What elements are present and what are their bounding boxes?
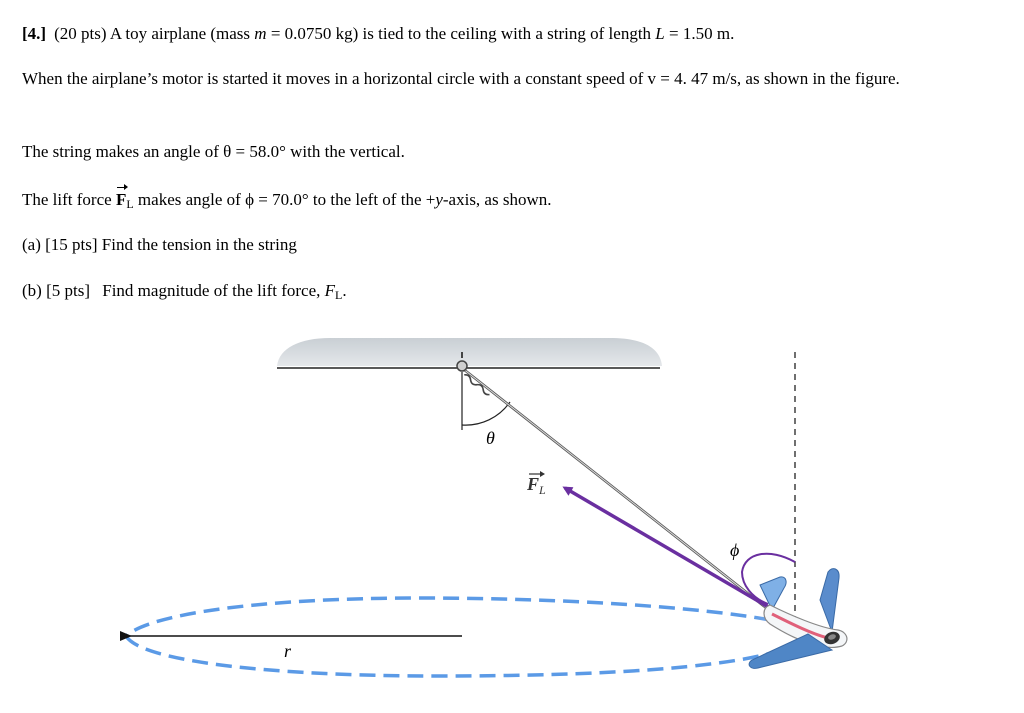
- angle-pre: The string makes an angle of: [22, 142, 219, 161]
- problem-header: [4.] (20 pts) A toy airplane (mass m = 0.…: [22, 22, 734, 46]
- part-a-label: (a): [22, 235, 41, 254]
- problem-points: (20 pts): [54, 24, 107, 43]
- mass-var: m: [254, 24, 267, 43]
- part-b-points: [5 pts]: [46, 281, 90, 300]
- lift-pre: The lift force: [22, 190, 112, 209]
- angle-text: The string makes an angle of θ = 58.0° w…: [22, 140, 405, 164]
- circle-path-front: [124, 634, 776, 678]
- lift-mid: makes angle of: [137, 190, 241, 209]
- part-b: (b) [5 pts] Find magnitude of the lift f…: [22, 279, 347, 304]
- phi-symbol: ϕ: [245, 190, 255, 209]
- lift-force-arrow: [562, 486, 771, 610]
- length-value: = 1.50 m.: [669, 24, 735, 43]
- phi-arc: [740, 552, 796, 605]
- lift-label: FL: [526, 474, 546, 497]
- lift-vector: F: [116, 184, 129, 212]
- part-b-label: (b): [22, 281, 42, 300]
- phi-label: ϕ: [730, 540, 739, 560]
- lift-post: -axis, as shown.: [442, 190, 552, 209]
- lift-text: The lift force FL makes angle of ϕ = 70.…: [22, 184, 552, 213]
- intro-text: A toy airplane (mass: [109, 24, 251, 43]
- string-highlight: [461, 367, 785, 623]
- part-b-text: Find magnitude of the lift force,: [102, 281, 321, 300]
- y-var: y: [435, 190, 443, 209]
- part-a: (a) [15 pts] Find the tension in the str…: [22, 233, 297, 257]
- theta-symbol: θ: [223, 142, 232, 161]
- ceiling-hook: [456, 352, 490, 396]
- part-a-text: Find the tension in the string: [101, 235, 297, 254]
- part-b-end: .: [342, 281, 347, 300]
- toy-airplane: [748, 568, 848, 669]
- part-a-points: [15 pts]: [45, 235, 98, 254]
- mass-value: = 0.0750 kg) is tied to the ceiling with…: [270, 24, 652, 43]
- length-var: L: [655, 24, 665, 43]
- theta-label: θ: [486, 428, 495, 448]
- lift-label-vector-arrow: [529, 471, 545, 477]
- ceiling-block: [277, 338, 662, 366]
- lift-sub: L: [126, 197, 134, 211]
- radius-label: r: [284, 641, 292, 661]
- problem-number: [4.]: [22, 24, 47, 43]
- theta-arc: [461, 401, 511, 426]
- motion-text: When the airplane’s motor is started it …: [22, 69, 900, 88]
- circle-path-back: [124, 596, 771, 638]
- lift-mid2: = 70.0° to the left of the +: [258, 190, 436, 209]
- part-b-sub: L: [335, 288, 343, 302]
- part-b-var: F: [324, 281, 336, 300]
- angle-post: = 58.0° with the vertical.: [235, 142, 405, 161]
